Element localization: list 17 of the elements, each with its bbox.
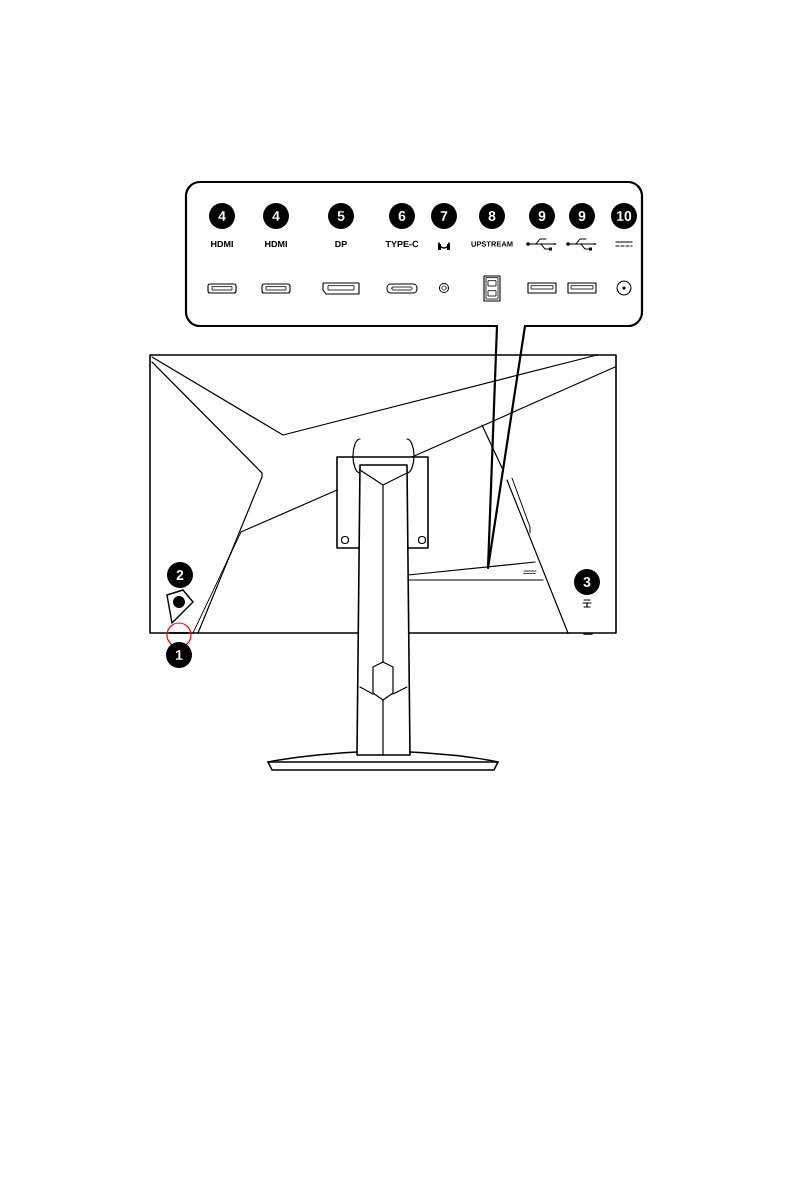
callout-panel (184, 180, 644, 570)
callout-number: 8 (479, 203, 505, 229)
callout-number: 9 (569, 203, 595, 229)
port-label: HDMI (211, 240, 233, 248)
port-label: TYPE-C (385, 240, 419, 248)
callout-number: 1 (166, 642, 192, 668)
callout-number: 3 (574, 569, 600, 595)
callout-number: 4 (209, 203, 235, 229)
callout-number: 2 (167, 562, 193, 588)
callout-number: 6 (389, 203, 415, 229)
port-label: HDMI (265, 240, 287, 248)
callout-number: 7 (431, 203, 457, 229)
callout-number: 5 (328, 203, 354, 229)
port-label: DP (335, 240, 347, 248)
callout-number: 9 (529, 203, 555, 229)
callout-number: 10 (611, 203, 637, 229)
callout-number: 4 (263, 203, 289, 229)
